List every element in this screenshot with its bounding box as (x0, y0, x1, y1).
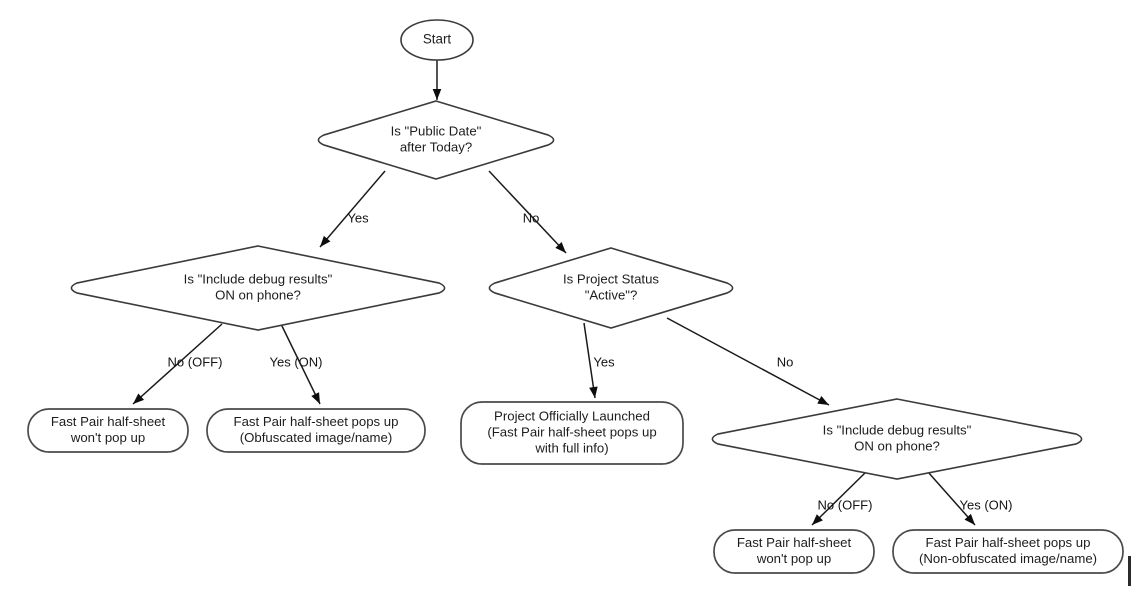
node-out-right-off-text-line: Fast Pair half-sheet (737, 535, 852, 550)
edge-e-qright-off: No (OFF) (811, 471, 873, 526)
terminator-shape (27, 408, 189, 453)
terminator-shape (892, 529, 1124, 574)
node-q-project-status-text-line: Is Project Status (563, 271, 659, 286)
edge-line (280, 323, 321, 405)
arrow-head-icon (432, 89, 442, 100)
decision-diamond-shape (711, 398, 1083, 480)
node-out-left-on-text-line: Fast Pair half-sheet pops up (234, 414, 399, 429)
node-out-right-off-text-line: won't pop up (756, 551, 831, 566)
edge-label: No (523, 210, 540, 225)
node-out-launched[interactable]: Project Officially Launched(Fast Pair ha… (460, 401, 684, 465)
edge-label: No (OFF) (818, 497, 873, 512)
start-ellipse-shape (400, 19, 474, 61)
terminator-shape (460, 401, 684, 465)
node-start[interactable]: Start (400, 19, 474, 61)
decision-diamond-shape (317, 100, 555, 180)
arrow-head-icon (133, 393, 145, 404)
arrow-head-icon (812, 514, 823, 525)
decision-diamond-shape (70, 245, 446, 331)
node-q-debug-right-text-line: Is "Include debug results" (823, 422, 972, 437)
edge-label: No (777, 354, 794, 369)
edge-e-qleft-off: No (OFF) (132, 323, 223, 405)
edge-line (811, 471, 867, 526)
node-q-public-date[interactable]: Is "Public Date"after Today? (317, 100, 555, 180)
arrow-head-icon (817, 396, 829, 405)
node-out-right-on-text-line: (Non-obfuscated image/name) (919, 551, 1097, 566)
node-q-debug-left[interactable]: Is "Include debug results"ON on phone? (70, 245, 446, 331)
node-q-project-status-text-line: "Active"? (585, 287, 638, 302)
edge-line (488, 170, 567, 254)
arrow-head-icon (964, 513, 975, 525)
edge-label: Yes (ON) (270, 354, 323, 369)
arrow-head-icon (589, 386, 598, 398)
edge-e-q1-yes: Yes (319, 170, 386, 248)
node-q-debug-left-text-line: ON on phone? (215, 287, 301, 302)
edge-line (132, 323, 223, 405)
edge-line (319, 170, 386, 248)
edge-e-qstatus-no: No (666, 317, 830, 406)
node-q-public-date-text-line: after Today? (400, 139, 472, 154)
node-out-left-off-text-line: won't pop up (70, 430, 145, 445)
terminator-shape (713, 529, 875, 574)
arrow-head-icon (555, 242, 566, 253)
node-q-project-status[interactable]: Is Project Status"Active"? (488, 247, 734, 329)
arrow-head-icon (320, 235, 331, 247)
node-out-left-on[interactable]: Fast Pair half-sheet pops up(Obfuscated … (206, 408, 426, 453)
edge-label: No (OFF) (168, 354, 223, 369)
terminator-shape (206, 408, 426, 453)
node-q-debug-right[interactable]: Is "Include debug results"ON on phone? (711, 398, 1083, 480)
edge-e-qstatus-yes: Yes (583, 322, 615, 399)
node-out-right-on[interactable]: Fast Pair half-sheet pops up(Non-obfusca… (892, 529, 1124, 574)
edge-label: Yes (347, 210, 369, 225)
edge-e-q1-no: No (488, 170, 567, 254)
decision-diamond-shape (488, 247, 734, 329)
edge-line (666, 317, 830, 406)
edge-label: Yes (593, 354, 615, 369)
node-q-public-date-text-line: Is "Public Date" (391, 123, 482, 138)
node-out-right-on-text-line: Fast Pair half-sheet pops up (926, 535, 1091, 550)
edge-line (927, 471, 976, 526)
node-out-launched-text-line: (Fast Pair half-sheet pops up (487, 424, 656, 439)
edge-e-qleft-on: Yes (ON) (270, 323, 323, 405)
page-border-mark (1128, 556, 1131, 586)
node-out-left-on-text-line: (Obfuscated image/name) (240, 430, 392, 445)
edge-e-qright-on: Yes (ON) (927, 471, 1013, 526)
arrow-head-icon (311, 392, 320, 404)
node-out-launched-text-line: with full info) (534, 440, 608, 455)
nodes-layer: Start Is "Public Date"after Today? Is "Inc… (27, 19, 1124, 574)
node-q-debug-right-text-line: ON on phone? (854, 438, 940, 453)
edge-label: Yes (ON) (960, 497, 1013, 512)
edge-e-start-to-q1 (432, 60, 442, 100)
node-out-left-off-text-line: Fast Pair half-sheet (51, 414, 166, 429)
edge-line (583, 322, 596, 399)
node-q-debug-left-text-line: Is "Include debug results" (184, 271, 333, 286)
node-out-launched-text-line: Project Officially Launched (494, 408, 650, 423)
node-start-text-line: Start (423, 32, 452, 47)
